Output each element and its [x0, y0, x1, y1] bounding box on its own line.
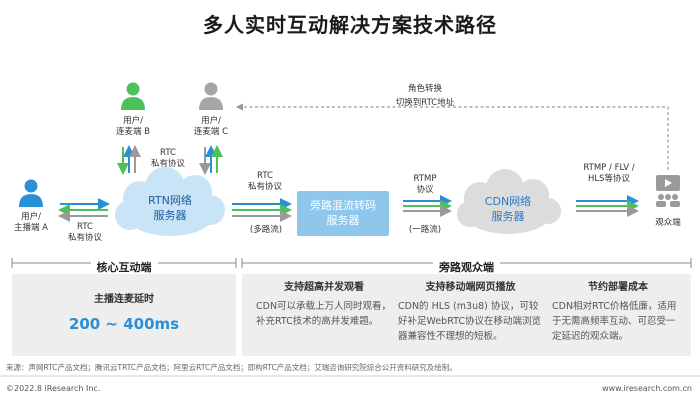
copyright: ©2022.8 iResearch Inc. — [6, 384, 101, 393]
page-title: 多人实时互动解决方案技术路径 — [203, 13, 497, 37]
rtn-server-label: RTN网络服务器 — [148, 194, 192, 222]
rtn-cloud — [115, 167, 225, 236]
user-c-label: 用户/连麦端 C — [193, 116, 229, 137]
user-a-icon — [19, 179, 43, 207]
cdn-server-label: CDN网络服务器 — [484, 195, 532, 223]
viewer-label: 观众端 — [655, 218, 681, 228]
bypass-cdn-streams-label: (一路流) — [408, 225, 442, 235]
benefit-mobile-web-heading: 支持移动端网页播放 — [425, 282, 516, 293]
latency-heading: 主播连麦延时 — [94, 294, 154, 305]
bypass-server-label: 旁路混流转码服务器 — [310, 199, 376, 227]
benefit-cost-heading: 节约部署成本 — [588, 282, 648, 293]
website-link[interactable]: www.iresearch.com.cn — [602, 384, 692, 393]
viewer-icon — [656, 175, 680, 207]
user-b-label: 用户/连麦端 B — [115, 116, 151, 137]
section-core-interaction: 核心互动端 — [90, 261, 158, 274]
benefit-concurrency-heading: 支持超高并发观看 — [284, 282, 364, 293]
benefit-mobile-web-body: CDN的 HLS (m3u8) 协议，可较好补足WebRTC协议在移动端浏览器兼… — [398, 301, 542, 342]
user-c-icon — [199, 82, 223, 110]
benefit-cost-body: CDN相对RTC价格低廉，适用于无需高频率互动、可忍受一定延迟的观众端。 — [552, 301, 677, 342]
benefit-concurrency: 支持超高并发观看 CDN可以承载上万人同时观看，补充RTC技术的高并发难题。 — [256, 278, 392, 329]
benefit-mobile-web: 支持移动端网页播放 CDN的 HLS (m3u8) 协议，可较好补足WebRTC… — [398, 278, 543, 344]
cdn-cloud — [457, 169, 561, 234]
bypass-server-box — [297, 191, 389, 236]
section-bypass-viewers: 旁路观众端 — [433, 261, 500, 274]
benefit-cost: 节约部署成本 CDN相对RTC价格低廉，适用于无需高频率互动、可忍受一定延迟的观… — [552, 278, 684, 344]
benefits-panel: 支持超高并发观看 CDN可以承载上万人同时观看，补充RTC技术的高并发难题。 支… — [242, 274, 691, 356]
benefit-concurrency-body: CDN可以承载上万人同时观看，补充RTC技术的高并发难题。 — [256, 301, 392, 327]
role-switch-label: 角色转换切换到RTC地址 — [395, 84, 455, 108]
source-note: 来源：声网RTC产品文档；腾讯云TRTC产品文档；阿里云RTC产品文档；即构RT… — [6, 363, 457, 372]
cdn-viewer-protocol-label: RTMP / FLV /HLS等协议 — [583, 163, 635, 184]
latency-panel: 主播连麦延时 200 ~ 400ms — [12, 274, 236, 356]
user-b-icon — [121, 82, 145, 110]
latency-value: 200 ~ 400ms — [68, 315, 180, 333]
user-a-label: 用户/主播端 A — [13, 212, 49, 233]
rtn-bypass-streams-label: (多路流) — [249, 225, 283, 235]
